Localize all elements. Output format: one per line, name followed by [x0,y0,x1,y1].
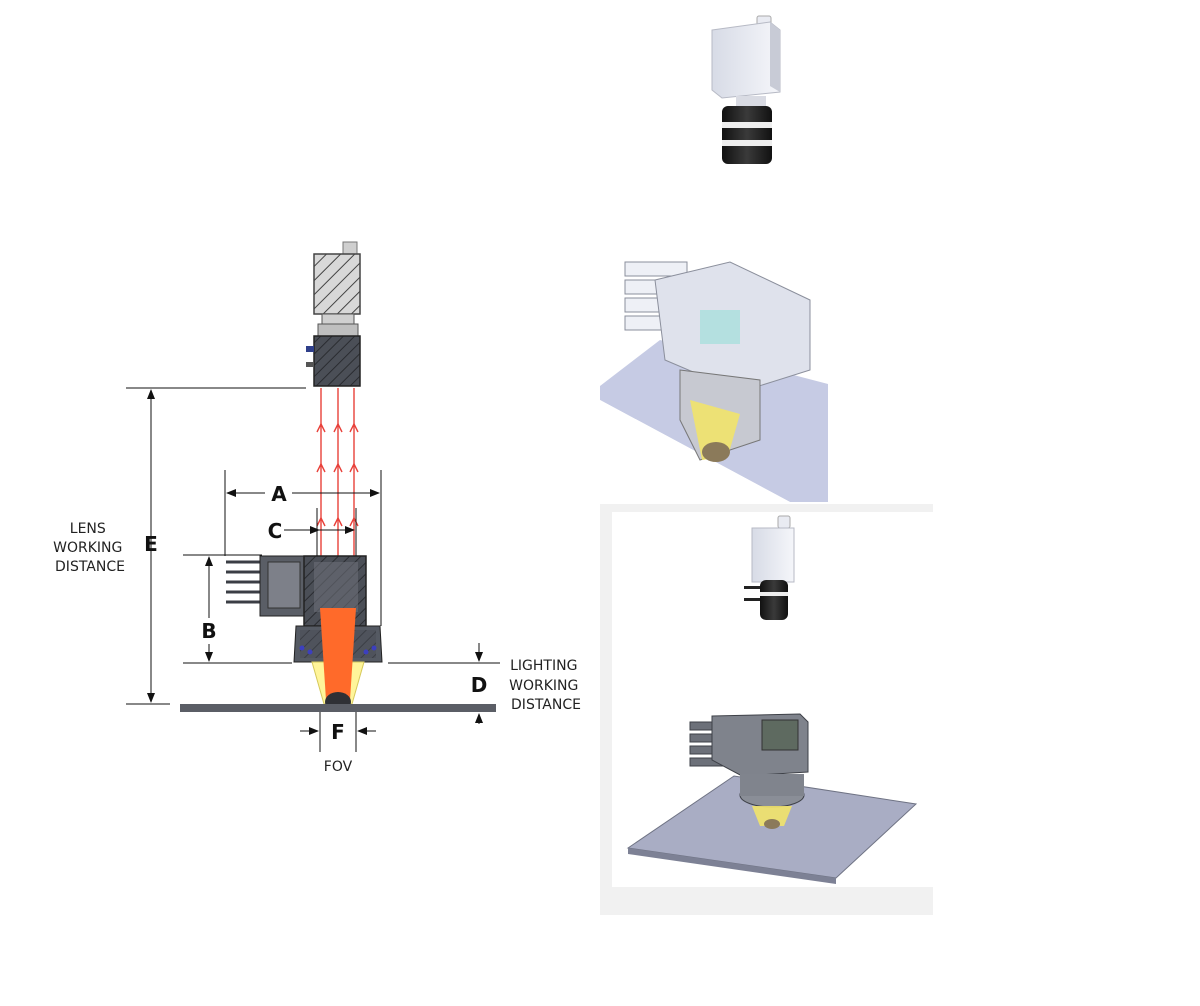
camera-section [306,241,361,387]
lens-working-distance-label: LENS WORKING DISTANCE [53,521,127,575]
camera-render-top [711,15,781,164]
dimension-lines [126,387,500,752]
illuminator-housing [226,555,383,663]
field-of-view-cone [320,608,356,700]
fov-label: FOV [324,759,353,775]
lens-label-line-2: WORKING [53,540,122,556]
illuminator-render-iso [600,261,828,502]
lens-label-line-3: DISTANCE [55,559,125,575]
lighting-working-distance-label: LIGHTING WORKING DISTANCE [509,658,583,713]
lighting-label-line-1: LIGHTING [510,658,577,674]
lighting-label-line-2: WORKING [509,678,578,694]
lens-label-line-1: LENS [70,521,106,537]
base-plate [180,704,496,712]
dim-label-e: E [144,532,158,556]
dim-label-d: D [471,673,488,697]
lighting-label-line-3: DISTANCE [511,697,581,713]
dim-label-a: A [271,482,287,506]
dim-label-c: C [268,519,283,543]
dim-label-f: F [331,720,345,744]
render-panel [600,504,933,915]
schematic-diagram: A C E B D F LENS WORKING DISTANCE LIGHTI… [53,241,583,775]
dim-label-b: B [201,619,216,643]
